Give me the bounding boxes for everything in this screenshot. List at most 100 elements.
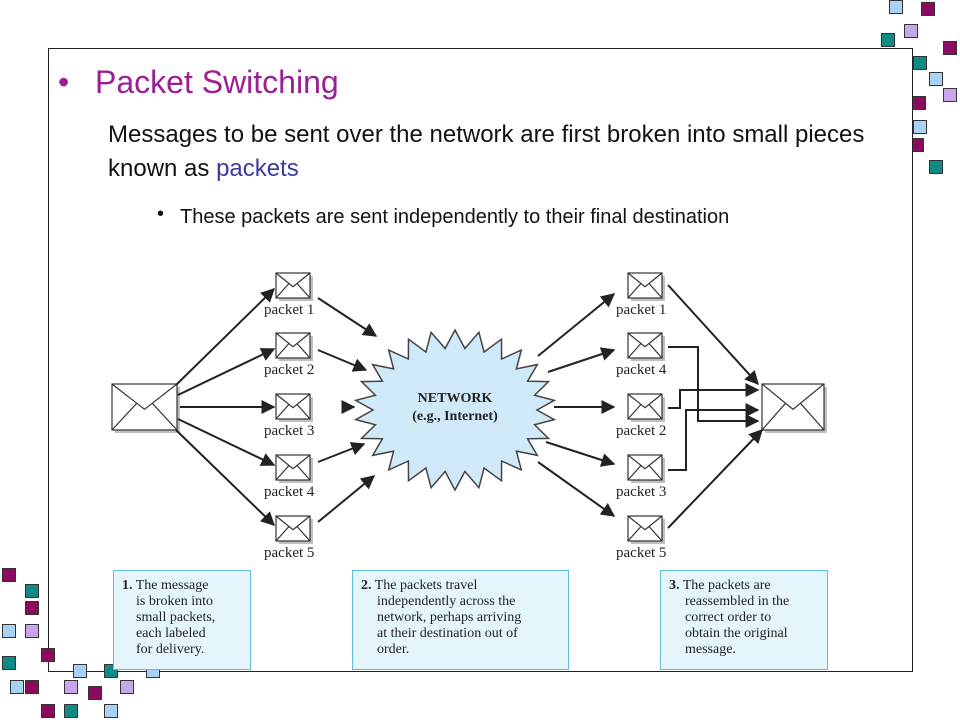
decor-square: [2, 656, 16, 670]
note-line: order.: [377, 642, 410, 657]
decor-square: [88, 686, 102, 700]
note-number: 1.: [122, 578, 133, 593]
right-packet-icon: [627, 332, 665, 361]
title-bullet: •: [58, 64, 70, 100]
note-number: 2.: [361, 578, 372, 593]
note-line: network, perhaps arriving: [377, 610, 522, 625]
decor-square: [943, 41, 957, 55]
arrow-from-network: [537, 293, 616, 357]
arrow-reassemble: [667, 428, 763, 529]
arrow-split: [175, 429, 276, 526]
right-packet-label: packet 5: [616, 545, 666, 561]
decor-square: [904, 24, 918, 38]
decor-square: [25, 680, 39, 694]
note-text: The packets are: [682, 578, 771, 593]
decor-square: [921, 2, 935, 16]
arrow-to-network: [317, 349, 368, 372]
right-packet-label: packet 3: [616, 484, 666, 500]
decor-square: [10, 680, 24, 694]
left-packet-icon: [275, 272, 313, 301]
body-paragraph: Messages to be sent over the network are…: [108, 118, 888, 186]
right-packet-icon: [627, 515, 665, 544]
note-line: reassembled in the: [685, 594, 790, 609]
left-packet-icon: [275, 393, 313, 422]
decor-square: [25, 624, 39, 638]
sub-bullet-text: These packets are sent independently to …: [180, 206, 730, 228]
decor-square: [2, 624, 16, 638]
note-number: 3.: [669, 578, 680, 593]
body-text: Messages to be sent over the network are…: [108, 121, 865, 182]
sub-bullet-mark: •: [157, 203, 165, 225]
arrow-to-network: [317, 442, 366, 463]
decor-square: [73, 664, 87, 678]
body-highlight: packets: [216, 155, 299, 182]
decor-square: [25, 601, 39, 615]
note-line: each labeled: [136, 626, 206, 641]
original-message-icon: [111, 383, 180, 433]
arrow-split: [177, 348, 276, 396]
arrow-reassemble: [668, 403, 760, 471]
arrow-split: [177, 418, 276, 466]
left-packet-icon: [275, 332, 313, 361]
left-packet-icon: [275, 515, 313, 544]
network-label: NETWORK: [418, 391, 493, 406]
note-line: for delivery.: [136, 642, 205, 657]
left-packet-label: packet 4: [264, 484, 315, 500]
note-line: 3. The packets are: [669, 578, 827, 594]
note-text: The message: [135, 578, 209, 593]
decor-square: [929, 160, 943, 174]
arrow-reassemble: [667, 284, 759, 386]
left-packet-label: packet 1: [264, 302, 314, 318]
note-line: 2. The packets travel: [361, 578, 568, 594]
decor-square: [889, 0, 903, 14]
right-packet-icon: [627, 454, 665, 483]
decor-square: [2, 568, 16, 582]
right-packet-label: packet 2: [616, 423, 666, 439]
arrow-from-network: [537, 461, 616, 517]
note-line: is broken into: [136, 594, 213, 609]
note-box-1: 1. The message is broken into small pack…: [113, 570, 251, 670]
note-line: small packets,: [136, 610, 216, 625]
right-packet-icon: [627, 393, 665, 422]
decor-square: [929, 72, 943, 86]
decor-square: [64, 704, 78, 718]
right-packet-label: packet 4: [616, 362, 667, 378]
arrow-from-network: [545, 441, 616, 467]
left-packet-label: packet 3: [264, 423, 314, 439]
arrow-from-network: [547, 347, 616, 373]
decor-square: [943, 88, 957, 102]
network-cloud: NETWORK (e.g., Internet): [353, 328, 557, 492]
decor-square: [913, 56, 927, 70]
decor-square: [64, 680, 78, 694]
note-text: The packets travel: [374, 578, 478, 593]
decor-square: [41, 704, 55, 718]
decor-square: [881, 33, 895, 47]
decor-square: [104, 704, 118, 718]
note-line: obtain the original: [685, 626, 788, 641]
note-line: correct order to: [685, 610, 772, 625]
note-line: independently across the: [377, 594, 516, 609]
right-packet-icon: [627, 272, 665, 301]
note-line: 1. The message: [122, 578, 250, 594]
note-box-2: 2. The packets travel independently acro…: [352, 570, 569, 670]
note-line: message.: [685, 642, 736, 657]
note-box-3: 3. The packets are reassembled in the co…: [660, 570, 828, 670]
arrow-to-network: [317, 475, 376, 523]
decor-square: [120, 680, 134, 694]
decor-square: [41, 648, 55, 662]
left-packet-label: packet 5: [264, 545, 314, 561]
left-packet-label: packet 2: [264, 362, 314, 378]
arrow-to-network: [317, 297, 378, 337]
network-sublabel: (e.g., Internet): [412, 409, 498, 424]
arrow-reassemble: [668, 346, 760, 428]
note-line: at their destination out of: [377, 626, 518, 641]
arrow-reassemble: [668, 383, 760, 409]
arrow-split: [175, 288, 276, 386]
decor-square: [913, 120, 927, 134]
left-packet-icon: [275, 454, 313, 483]
decor-square: [25, 584, 39, 598]
right-packet-label: packet 1: [616, 302, 666, 318]
slide-title: Packet Switching: [95, 64, 339, 100]
reassembled-message-icon: [761, 383, 827, 433]
